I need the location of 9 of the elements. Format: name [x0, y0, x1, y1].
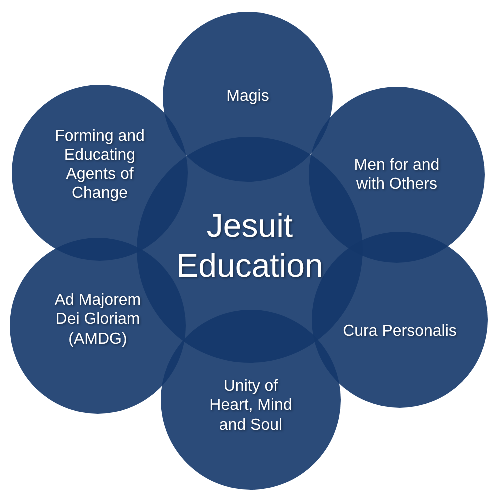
- outer-circle: [161, 310, 341, 490]
- circle-label: Unity of Heart, Mind and Soul: [208, 377, 294, 435]
- outer-circle: [163, 12, 333, 182]
- circle-label: Magis: [226, 87, 270, 107]
- circle-label: Men for and with Others: [353, 156, 441, 194]
- circle-label: Cura Personalis: [342, 322, 458, 342]
- center-label: Jesuit Education: [176, 206, 324, 286]
- circle-label: Ad Majorem Dei Gloriam (AMDG): [54, 291, 142, 349]
- circle-label: Forming and Educating Agents of Change: [54, 126, 146, 204]
